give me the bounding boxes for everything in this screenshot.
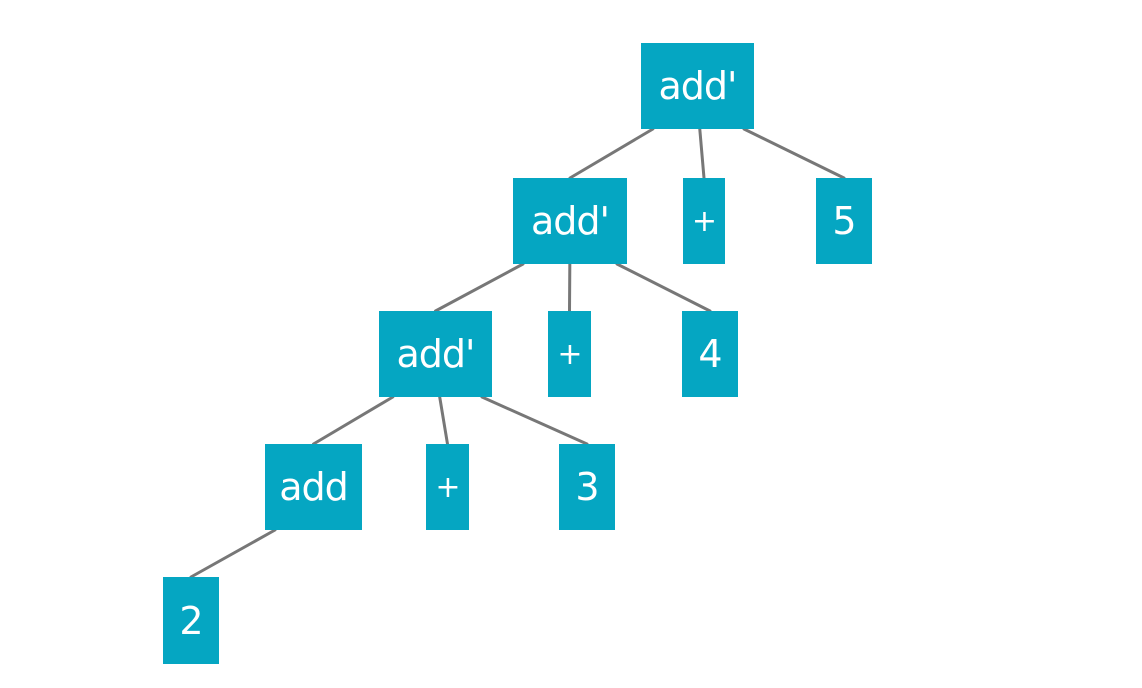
tree-edge-n4-n8 [438, 395, 449, 446]
tree-node-2: 2 [163, 577, 219, 664]
tree-edge-n0-n1 [568, 127, 655, 180]
tree-edge-n4-n9 [480, 395, 589, 446]
tree-node-plus-level2: + [683, 178, 725, 264]
tree-edge-n1-n6 [615, 262, 712, 313]
tree-edge-n0-n3 [742, 127, 846, 180]
tree-edge-n7-n10 [189, 528, 277, 579]
tree-node-3: 3 [559, 444, 615, 530]
tree-node-add: add [265, 444, 362, 530]
tree-node-5: 5 [816, 178, 872, 264]
tree-node-add-prime-level2: add' [513, 178, 627, 264]
tree-edge-n0-n2 [698, 127, 706, 180]
tree-node-4: 4 [682, 311, 738, 397]
tree-node-plus-level3: + [548, 311, 591, 397]
tree-edge-n4-n7 [312, 395, 395, 446]
tree-edge-n1-n4 [434, 262, 525, 313]
tree-node-plus-level4: + [426, 444, 469, 530]
tree-node-add-prime-level3: add' [379, 311, 492, 397]
tree-node-add-prime-root: add' [641, 43, 754, 129]
